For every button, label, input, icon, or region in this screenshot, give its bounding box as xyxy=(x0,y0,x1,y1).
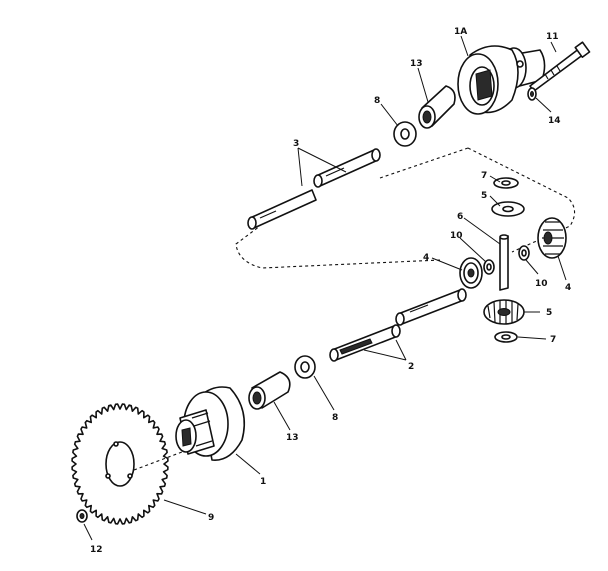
callout-7-lower: 7 xyxy=(550,335,556,345)
part-13-lower-bushing xyxy=(248,371,291,410)
callout-1a: 1A xyxy=(454,27,467,37)
part-7-lower-washer xyxy=(494,331,518,343)
part-5-lower-gear xyxy=(483,299,525,325)
part-5-upper-washer xyxy=(491,201,525,217)
callout-10-left: 10 xyxy=(450,231,463,241)
callout-6: 6 xyxy=(457,212,463,222)
dashed-alignment-line xyxy=(133,451,183,471)
part-8-upper-washer xyxy=(393,121,417,147)
callout-4-left: 4 xyxy=(423,253,429,263)
callout-13-lower: 13 xyxy=(286,433,299,443)
callout-4-right: 4 xyxy=(565,283,571,293)
callout-8-upper: 8 xyxy=(374,96,380,106)
part-3-shafts xyxy=(247,148,381,230)
callout-9: 9 xyxy=(208,513,214,523)
dashed-group-outline-top xyxy=(379,147,469,179)
callout-1: 1 xyxy=(260,477,266,487)
part-1-housing xyxy=(175,386,246,461)
callout-5-upper: 5 xyxy=(481,191,487,201)
callout-13-upper: 13 xyxy=(410,59,423,69)
part-10-right-washer xyxy=(518,245,530,261)
callout-10-right: 10 xyxy=(535,279,548,289)
callout-8-lower: 8 xyxy=(332,413,338,423)
callout-7-upper: 7 xyxy=(481,171,487,181)
dashed-group-outline xyxy=(235,147,576,269)
callout-3: 3 xyxy=(293,139,299,149)
leader-lines xyxy=(83,35,567,541)
part-10-left-washer xyxy=(483,259,495,275)
part-13-upper-bushing xyxy=(418,85,456,129)
callout-2: 2 xyxy=(408,362,414,372)
part-4-left-gear xyxy=(459,257,483,289)
part-2-shafts xyxy=(329,288,467,362)
part-12-nut xyxy=(76,509,88,523)
callout-5-lower: 5 xyxy=(546,308,552,318)
callout-14: 14 xyxy=(548,116,561,126)
part-8-lower-washer xyxy=(294,355,316,379)
part-6-pin xyxy=(499,234,509,291)
callout-12: 12 xyxy=(90,545,103,555)
part-1a-housing xyxy=(457,45,546,115)
part-4-right-gear xyxy=(537,217,567,259)
part-9-sprocket xyxy=(71,403,169,525)
callout-11: 11 xyxy=(546,32,559,42)
callout-labels: 1A 11 13 14 8 3 7 5 6 10 4 10 4 5 7 2 8 … xyxy=(90,27,571,555)
part-7-upper-washer xyxy=(493,177,519,189)
part-14-nut xyxy=(527,87,537,101)
